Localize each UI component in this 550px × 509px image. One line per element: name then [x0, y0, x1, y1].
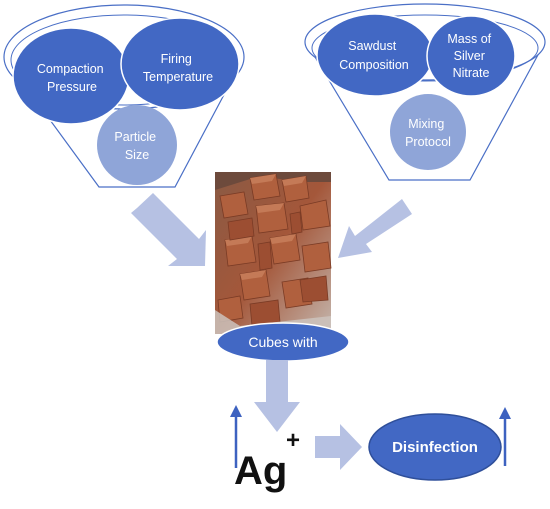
- sawdust-composition-line-2: Composition: [339, 58, 409, 72]
- disinfection-up-arrow-head: [499, 407, 511, 419]
- particle-size-line-2: Size: [125, 148, 149, 162]
- right-input-arrow: [338, 199, 412, 258]
- ag-up-arrow-head: [230, 405, 242, 417]
- cubes-label-text: Cubes with: [248, 334, 317, 350]
- firing-temperature-line-2: Temperature: [143, 70, 213, 84]
- silver-nitrate-circle: [426, 15, 516, 97]
- mixing-protocol-label: Mixing Protocol: [405, 117, 451, 149]
- right-funnel: Sawdust Composition Mass of Silver Nitra…: [304, 3, 546, 181]
- firing-temperature-circle: [120, 17, 240, 111]
- silver-nitrate-line-2: Silver: [454, 49, 485, 63]
- compaction-pressure-circle: [12, 27, 130, 125]
- ceramic-cubes-photo: [215, 172, 332, 334]
- particle-size-line-1: Particle: [114, 130, 156, 144]
- disinfection-label: Disinfection: [392, 439, 478, 456]
- firing-temperature-label: Firing Temperature: [143, 52, 213, 84]
- left-funnel: Compaction Pressure Firing Temperature P…: [3, 4, 245, 188]
- silver-nitrate-line-1: Mass of: [447, 32, 491, 46]
- silver-ion-symbol: Ag: [234, 449, 287, 493]
- firing-temperature-line-1: Firing: [161, 52, 192, 66]
- left-input-arrow: [131, 193, 206, 266]
- sawdust-composition-circle: [316, 13, 434, 97]
- mixing-protocol-line-1: Mixing: [408, 117, 444, 131]
- silver-nitrate-label: Mass of Silver Nitrate: [447, 32, 494, 80]
- disinfection-oval: [368, 413, 502, 481]
- particle-size-label: Particle Size: [114, 130, 159, 162]
- silver-nitrate-line-3: Nitrate: [453, 66, 490, 80]
- mixing-protocol-line-2: Protocol: [405, 135, 451, 149]
- down-arrow: [254, 360, 300, 432]
- compaction-pressure-line-2: Pressure: [47, 80, 97, 94]
- sawdust-composition-label: Sawdust Composition: [339, 39, 409, 72]
- mixing-protocol-circle: [390, 94, 466, 170]
- right-arrow: [315, 424, 362, 470]
- compaction-pressure-label: Compaction Pressure: [37, 62, 107, 94]
- right-funnel-rim-inner: [311, 14, 539, 82]
- silver-ion-charge: +: [286, 427, 300, 454]
- sawdust-composition-line-1: Sawdust: [348, 39, 396, 53]
- particle-size-circle: [97, 105, 177, 185]
- compaction-pressure-line-1: Compaction: [37, 62, 104, 76]
- silver-ion-section: Ag +: [230, 405, 300, 493]
